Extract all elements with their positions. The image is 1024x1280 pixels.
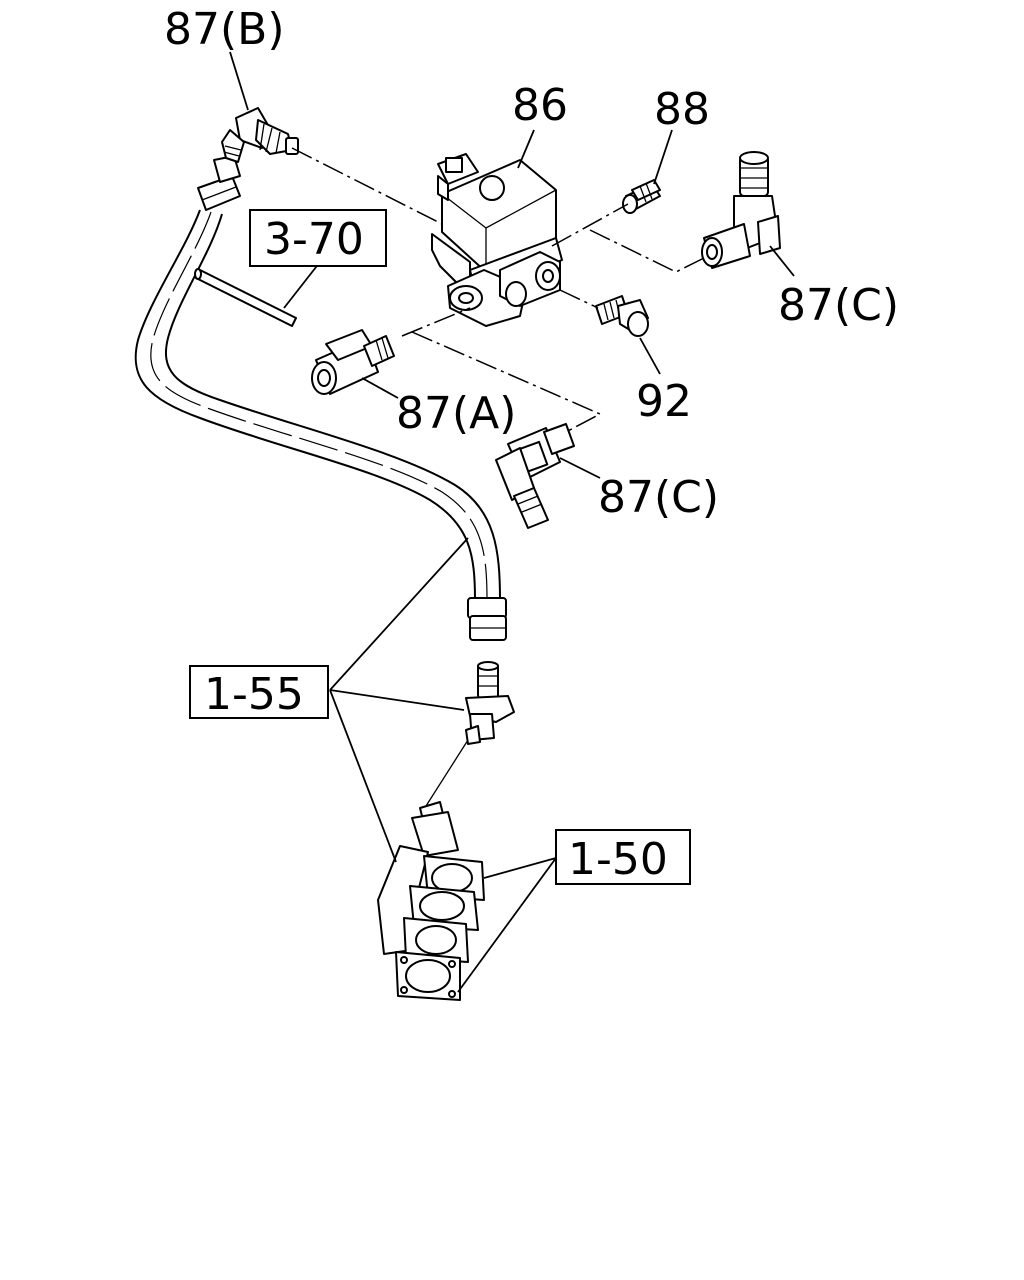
vacuum-hose xyxy=(134,155,507,641)
plug-88 xyxy=(622,179,661,214)
leader-lines xyxy=(229,51,795,993)
small-tube xyxy=(194,268,297,327)
bolt-92 xyxy=(595,295,649,337)
callout-86: 86 xyxy=(512,80,568,131)
connector-87c-upper xyxy=(701,151,781,269)
connector-87b xyxy=(221,107,299,163)
solenoid-valve-86 xyxy=(431,153,563,327)
callout-87c-upper: 87(C) xyxy=(778,280,899,331)
ref-box-3-70[interactable]: 3-70 xyxy=(249,209,387,267)
callout-87a: 87(A) xyxy=(396,388,516,439)
connector-87a xyxy=(311,329,395,395)
ref-label-3-70: 3-70 xyxy=(264,214,364,265)
ref-label-1-50: 1-50 xyxy=(568,834,668,885)
ref-box-1-55[interactable]: 1-55 xyxy=(189,665,329,720)
lower-tee-fitting xyxy=(465,661,515,745)
lower-pipe-assembly xyxy=(377,801,485,1001)
ref-box-1-50[interactable]: 1-50 xyxy=(555,829,691,885)
callout-88: 88 xyxy=(654,84,710,135)
callout-87c-lower: 87(C) xyxy=(598,472,719,523)
callout-87b: 87(B) xyxy=(164,4,285,55)
connector-87c-lower xyxy=(495,423,575,529)
ref-label-1-55: 1-55 xyxy=(204,669,304,720)
callout-92: 92 xyxy=(636,376,692,427)
relationship-lines xyxy=(291,147,705,807)
